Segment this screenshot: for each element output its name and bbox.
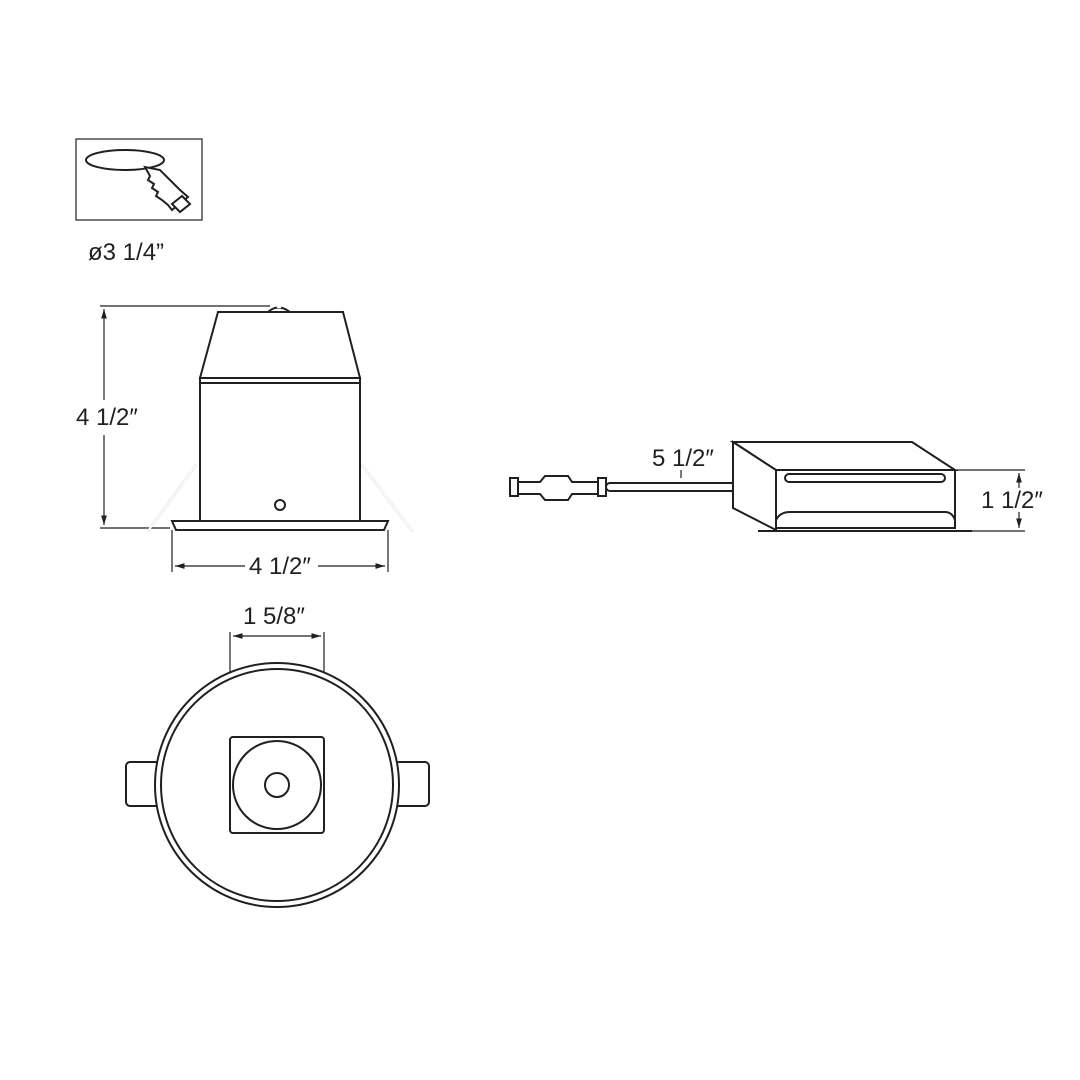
width-dimension-label: 4 1/2″ (249, 553, 311, 580)
fixture-side-view (100, 305, 413, 572)
cutout-diameter-label: ø3 1/4” (88, 239, 164, 266)
driver-box (729, 440, 1025, 532)
height-dimension-label: 4 1/2″ (76, 404, 138, 431)
driver-height-label: 1 1/2″ (981, 487, 1043, 514)
power-cable (277, 266, 755, 501)
cable-length-label: 5 1/2″ (652, 445, 714, 472)
top-width-label: 1 5/8″ (243, 603, 305, 630)
fixture-top-view (125, 632, 430, 908)
saw-cutout-icon (75, 138, 203, 221)
